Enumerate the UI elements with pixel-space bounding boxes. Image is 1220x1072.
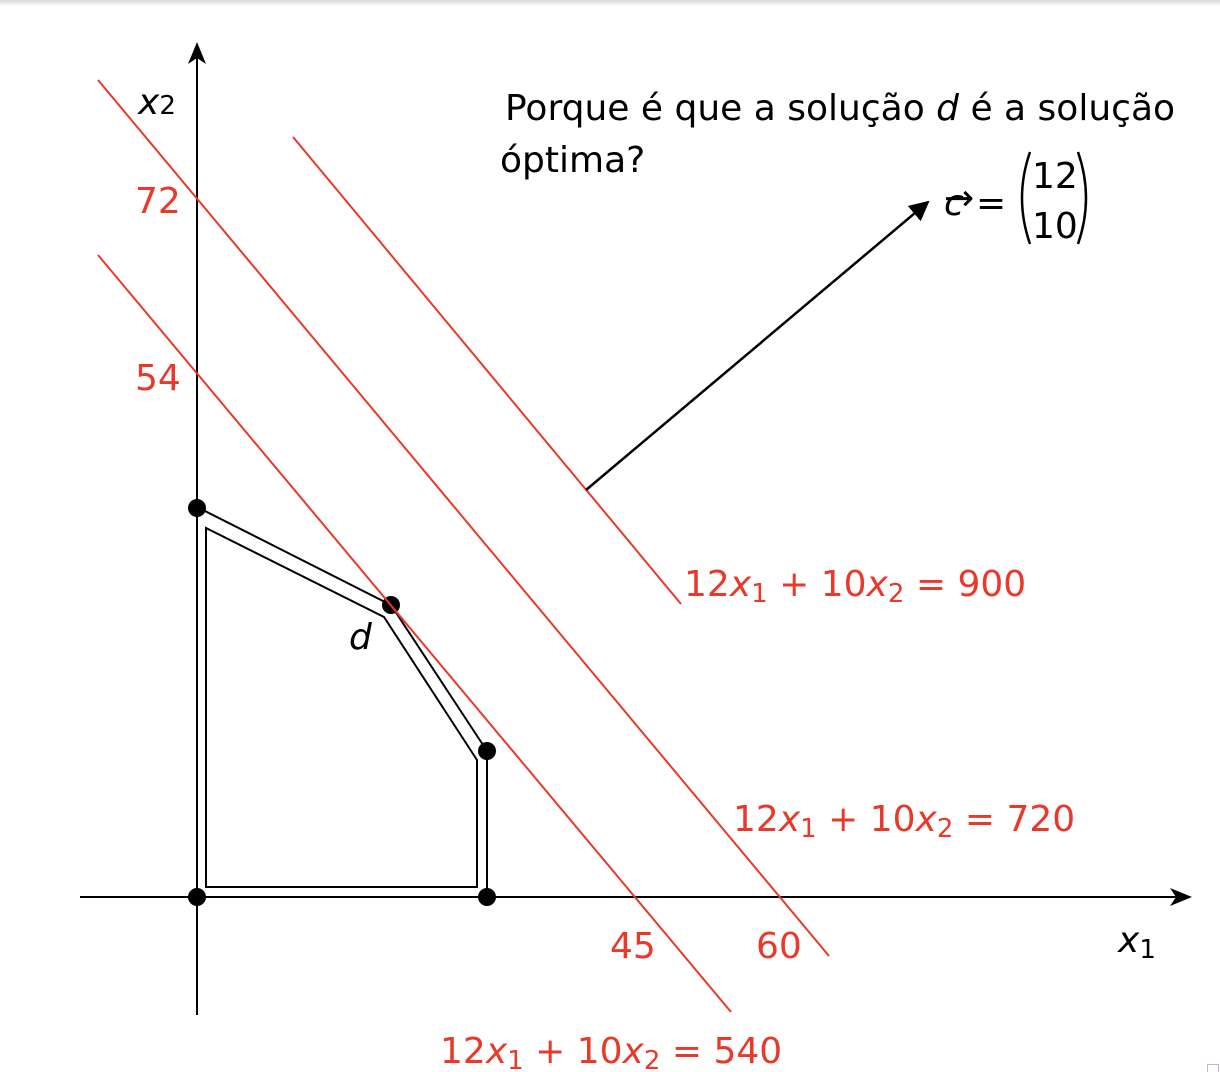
- vector-c-name: c: [944, 183, 964, 224]
- vector-component-1: 12: [1032, 156, 1078, 197]
- vertex-y-intercept: [188, 499, 206, 517]
- y-axis-label: x2: [137, 82, 176, 123]
- vector-right-paren: [1076, 151, 1088, 245]
- level-line-900: [292, 136, 682, 605]
- x-axis-label: x1: [1117, 920, 1156, 965]
- feasible-region-inner: [205, 526, 478, 888]
- question-line-2: óptima?: [500, 140, 645, 181]
- equation-720: 12x1 + 10x2 = 720: [733, 799, 1075, 844]
- window-top-edge: [0, 0, 1220, 6]
- vector-c-arrow-symbol: →: [944, 178, 974, 219]
- equation-900: 12x1 + 10x2 = 900: [684, 564, 1026, 609]
- level-line-540: [97, 254, 732, 1013]
- y-axis-arrowhead: [188, 42, 206, 64]
- question-line-1: Porque é que a solução d é a solução: [505, 88, 1175, 129]
- vector-c-equals: =: [976, 183, 1006, 224]
- vertex-origin: [188, 888, 206, 906]
- navigation-corner-icon[interactable]: [1207, 1064, 1219, 1072]
- equation-540: 12x1 + 10x2 = 540: [440, 1031, 782, 1072]
- vertex-right-top: [478, 742, 496, 760]
- feasible-region-outer: [196, 505, 488, 898]
- vertex-x-intercept: [478, 888, 496, 906]
- point-d-label: d: [349, 617, 373, 658]
- x-tick-60: 60: [756, 926, 802, 967]
- vector-left-paren: [1020, 151, 1032, 245]
- gradient-arrow: [585, 200, 930, 491]
- x-tick-45: 45: [610, 926, 656, 967]
- x-axis-arrowhead: [1170, 888, 1192, 906]
- y-tick-54: 54: [135, 358, 181, 399]
- y-tick-72: 72: [135, 181, 181, 222]
- vector-component-2: 10: [1032, 206, 1078, 247]
- level-line-720: [97, 79, 830, 957]
